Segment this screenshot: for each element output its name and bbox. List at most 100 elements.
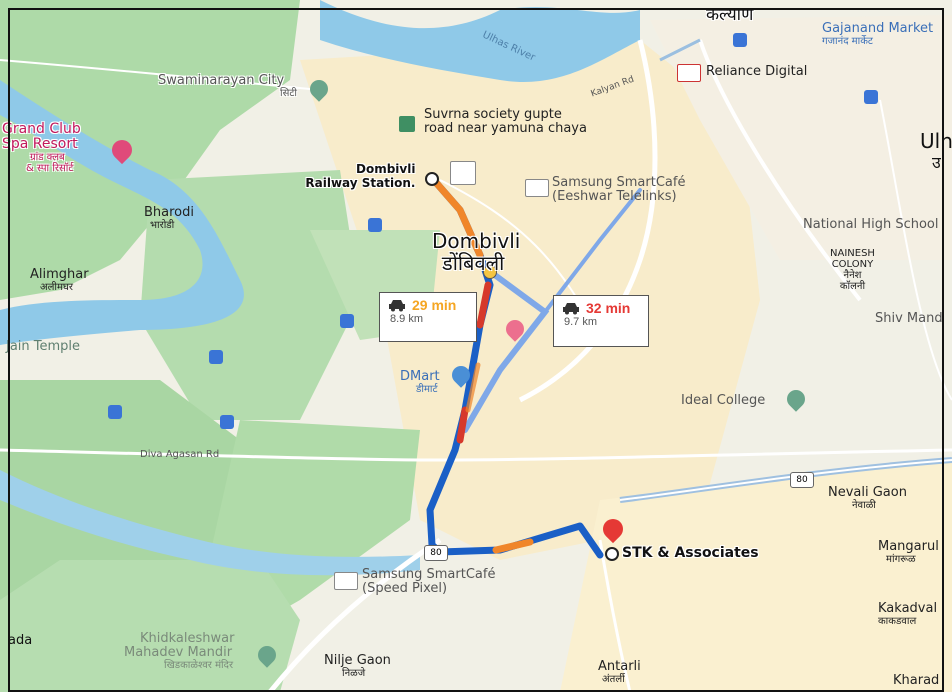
label-text-mr: भारोडी <box>150 220 175 231</box>
label-text-2: Spa Resort <box>2 136 78 152</box>
label-text-mr: अलीमघर <box>40 282 73 293</box>
label-text: Khidkaleshwar <box>140 631 235 646</box>
label-text-mr: अंतर्ली <box>602 674 625 685</box>
car-icon <box>389 300 405 312</box>
label-text-mr: सिटी <box>280 88 297 99</box>
label-text: Alimghar <box>30 267 89 282</box>
label-text: Ulh <box>920 129 952 153</box>
label-text: NAINESH <box>830 248 875 259</box>
train-station-icon[interactable] <box>450 161 476 185</box>
reliance-store-icon[interactable] <box>677 64 701 82</box>
samsung-store-icon[interactable] <box>525 179 549 197</box>
place-label-dmart[interactable]: DMart डीमार्ट <box>400 369 440 396</box>
place-label-samsung-speed[interactable]: Samsung SmartCafé (Speed Pixel) <box>362 568 495 596</box>
place-label-nevali-gaon: Nevali Gaon नेवाळी <box>828 485 907 512</box>
destination-label-stk-associates[interactable]: STK & Associates <box>622 545 759 561</box>
place-label-ulh: Ulh उ <box>920 130 952 174</box>
route-shield-80-lower: 80 <box>424 545 448 561</box>
label-text: Dombivli <box>432 229 521 253</box>
label-text: Grand Club <box>2 121 81 137</box>
route-shield-80-upper: 80 <box>790 472 814 488</box>
transit-icon[interactable] <box>864 90 878 104</box>
label-text-mr: डोंबिवली <box>442 251 505 275</box>
transit-icon[interactable] <box>209 350 223 364</box>
label-text-mr: ग्रांड क्लब <box>30 152 65 163</box>
place-label-alimghar: Alimghar अलीमघर <box>30 267 89 294</box>
place-label-kharad: Kharad <box>893 673 940 688</box>
label-text-mr: खिडकाळेश्वर मंदिर <box>164 660 234 671</box>
transit-icon[interactable] <box>220 415 234 429</box>
destination-dot-icon <box>605 547 619 561</box>
place-label-shiv-mand[interactable]: Shiv Mand <box>875 311 943 326</box>
label-text: Dombivli <box>356 162 416 176</box>
route-shield-number: 80 <box>796 475 808 485</box>
label-text-2: road near yamuna chaya <box>424 121 587 136</box>
label-text: Samsung SmartCafé <box>552 175 686 190</box>
route-start-marker-icon[interactable] <box>425 172 439 186</box>
route-card-primary[interactable]: 29 min 8.9 km <box>379 292 477 342</box>
label-text: Mangarul <box>878 539 939 554</box>
route-distance: 9.7 km <box>564 316 598 328</box>
place-label-ada: ada <box>8 633 33 648</box>
place-label-khidkaleshwar[interactable]: Khidkaleshwar Mahadev Mandir खिडकाळेश्वर… <box>124 631 235 672</box>
label-text: Antarli <box>598 659 641 674</box>
place-label-nilje-gaon: Nilje Gaon निळजे <box>324 653 391 680</box>
label-text: Swaminarayan City <box>158 73 285 88</box>
label-text-mr-2: & स्पा रिसॉर्ट <box>26 163 74 174</box>
label-text-mr-2: कॉलनी <box>839 281 866 292</box>
place-label-national-high-school[interactable]: National High School <box>803 217 939 232</box>
place-label-grand-club[interactable]: Grand Club Spa Resort ग्रांड क्लब & स्पा… <box>2 121 81 175</box>
label-text-mr: नेवाळी <box>852 500 876 511</box>
place-label-dombivli: Dombivli डोंबिवली <box>432 230 520 274</box>
label-text: Bharodi <box>144 205 195 220</box>
road-label-diva-agasan: Diva Agasan Rd <box>140 449 220 460</box>
label-text-2: COLONY <box>831 259 874 270</box>
place-label-suvrna-society[interactable]: Suvrna society gupte road near yamuna ch… <box>424 108 587 136</box>
place-label-antarli: Antarli अंतर्ली <box>598 659 641 686</box>
place-label-nainesh-colony: NAINESH COLONY नैनेश कॉलनी <box>830 248 875 292</box>
route-card-alt[interactable]: 32 min 9.7 km <box>553 295 649 347</box>
transit-icon[interactable] <box>733 33 747 47</box>
label-text: Kakadval <box>878 601 938 616</box>
label-text-2: Railway Station. <box>305 176 416 190</box>
route-distance: 8.9 km <box>390 313 424 325</box>
route-time: 32 min <box>586 300 631 316</box>
place-label-gajanand-market[interactable]: Gajanand Market गजानंद मार्केट <box>822 21 934 48</box>
place-label-mangarul: Mangarul मांगरूळ <box>878 539 939 566</box>
car-icon <box>563 303 579 315</box>
route-shield-number: 80 <box>430 548 442 558</box>
label-text-mr: गजानंद मार्केट <box>822 36 873 47</box>
label-text-mr: डीमार्ट <box>416 384 438 395</box>
label-text-mr: नैनेश <box>843 270 862 281</box>
place-label-kakadval: Kakadval काकडवाल <box>878 601 938 628</box>
transit-icon[interactable] <box>340 314 354 328</box>
place-label-ideal-college[interactable]: Ideal College <box>681 393 766 408</box>
label-text: Samsung SmartCafé <box>362 567 496 582</box>
place-label-swaminarayan-city[interactable]: Swaminarayan City सिटी <box>158 73 297 100</box>
place-label-samsung-eeshwar[interactable]: Samsung SmartCafé (Eeshwar Telelinks) <box>552 176 685 204</box>
label-text: Gajanand Market <box>822 21 934 36</box>
label-text-2: Mahadev Mandir <box>124 645 233 660</box>
samsung-store-icon[interactable] <box>334 572 358 590</box>
label-text: DMart <box>400 369 440 384</box>
label-text-mr: काकडवाल <box>878 616 917 627</box>
office-marker-icon[interactable] <box>399 116 415 132</box>
transit-icon[interactable] <box>108 405 122 419</box>
place-label-dombivli-station[interactable]: Dombivli Railway Station. <box>298 162 415 190</box>
place-label-jain-temple[interactable]: Jain Temple <box>6 339 81 354</box>
label-text: Suvrna society gupte <box>424 107 562 122</box>
label-text-2: (Eeshwar Telelinks) <box>552 189 677 204</box>
label-text-mr: उ <box>932 153 941 172</box>
place-label-bharodi: Bharodi भारोडी <box>144 205 195 232</box>
label-text-2: (Speed Pixel) <box>362 581 448 596</box>
label-text-mr: मांगरूळ <box>886 554 916 565</box>
waypoint-icon <box>483 265 497 279</box>
label-text: Nevali Gaon <box>828 485 907 500</box>
place-label-reliance-digital[interactable]: Reliance Digital <box>706 64 808 79</box>
place-label-kalyan: कल्याण <box>706 5 754 25</box>
transit-icon[interactable] <box>368 218 382 232</box>
label-text-mr: निळजे <box>342 668 366 679</box>
label-text: Nilje Gaon <box>324 653 391 668</box>
route-time: 29 min <box>412 297 457 313</box>
